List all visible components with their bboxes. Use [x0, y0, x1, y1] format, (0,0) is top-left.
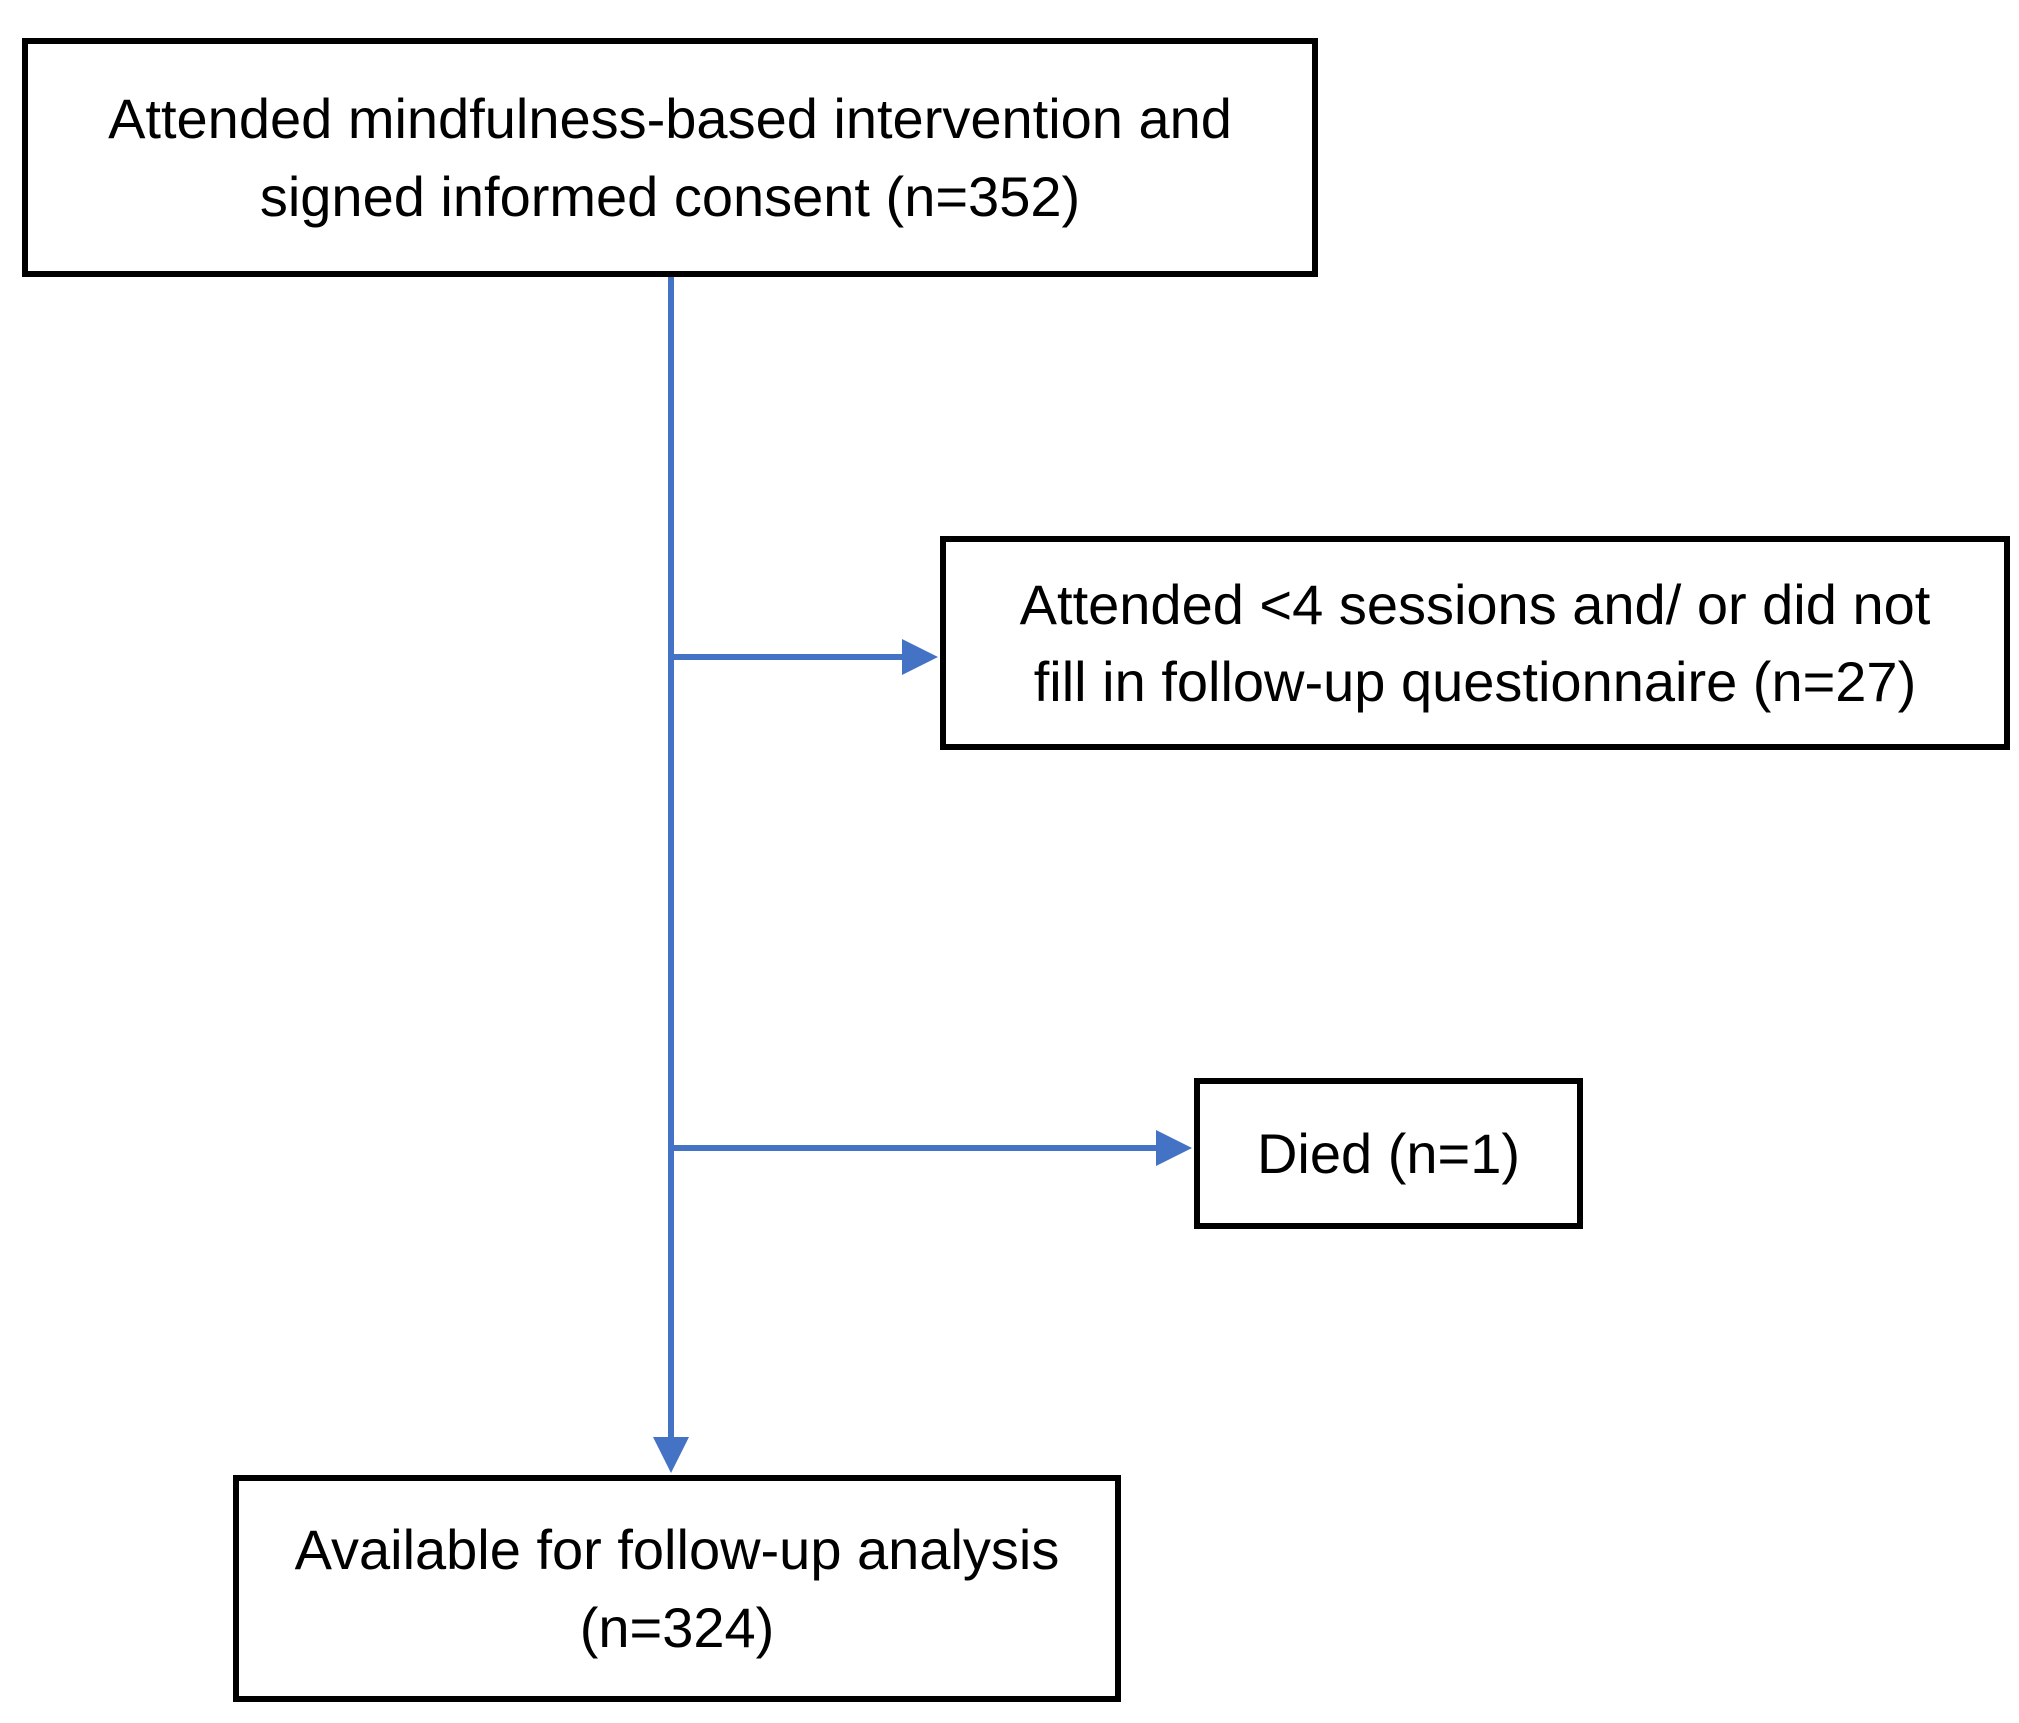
excluded-died-box: Died (n=1): [1194, 1078, 1583, 1229]
analysed-box: Available for follow-up analysis (n=324): [233, 1475, 1121, 1702]
excluded-sessions-label: Attended <4 sessions and/ or did not fil…: [1019, 572, 1931, 713]
excluded-died-label: Died (n=1): [1256, 1121, 1521, 1185]
enrolled-label: Attended mindfulness-based intervention …: [108, 87, 1232, 228]
enrolled-box: Attended mindfulness-based intervention …: [22, 38, 1318, 277]
analysed-label: Available for follow-up analysis (n=324): [294, 1518, 1060, 1659]
excluded-sessions-box: Attended <4 sessions and/ or did not fil…: [940, 536, 2010, 750]
